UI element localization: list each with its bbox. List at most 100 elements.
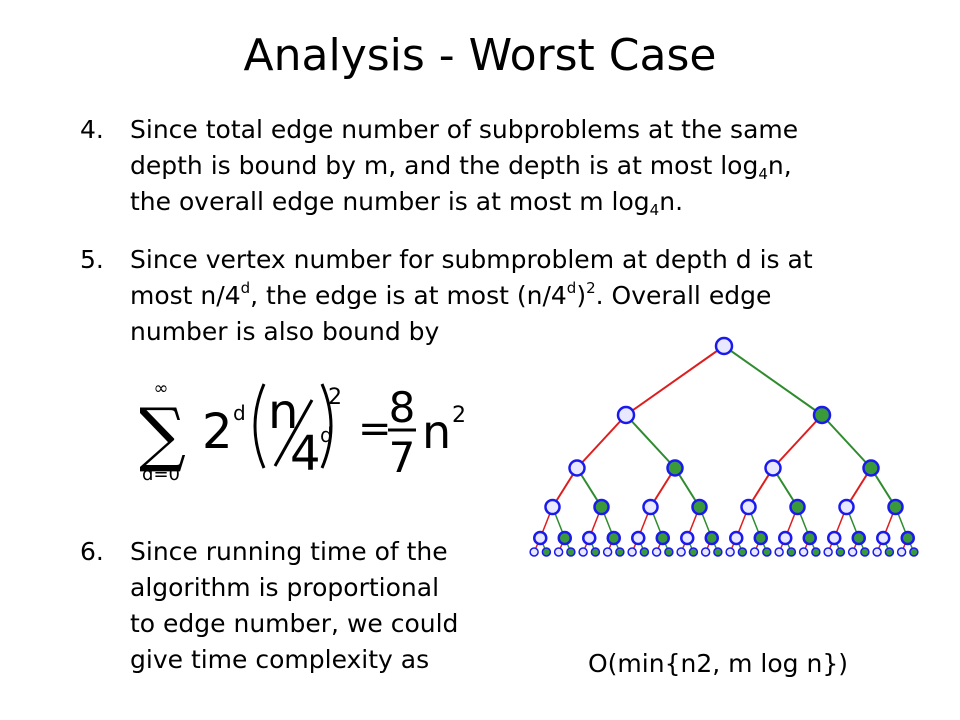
tree-node: [590, 547, 601, 557]
item-line: number is also bound by: [130, 317, 440, 346]
tree-node: [884, 547, 895, 557]
tree-node: [700, 547, 711, 557]
tree-node: [553, 547, 564, 557]
tree-node: [541, 547, 552, 557]
tree-node: [639, 547, 650, 557]
tree-node: [798, 547, 809, 557]
tree-node: [664, 547, 674, 557]
item-line: Since running time of the: [130, 537, 448, 566]
tree-node: [762, 547, 772, 557]
sigma-symbol: ∑: [140, 393, 186, 475]
tree-node: [786, 547, 797, 557]
tree-node: [812, 405, 832, 425]
tree-edge: [625, 414, 676, 469]
tree-node: [651, 547, 662, 557]
sum-upper-limit: ∞: [154, 378, 169, 399]
tree-node: [823, 547, 833, 557]
tree-node: [714, 336, 734, 356]
tree-node: [533, 530, 548, 546]
tree-node: [655, 530, 670, 546]
tree-node: [627, 547, 637, 557]
tree-node: [568, 459, 586, 477]
fraction-slash: [273, 399, 314, 467]
item-line: most n/4d, the edge is at most (n/4d)2. …: [130, 279, 772, 311]
tree-node: [862, 459, 880, 477]
outer-exponent: 2: [328, 385, 342, 410]
rhs-variable: n: [422, 405, 451, 459]
tree-node: [704, 530, 719, 546]
tree-node: [582, 530, 597, 546]
item-text: Since total edge number of subproblems a…: [130, 112, 798, 220]
tree-node: [749, 547, 760, 557]
tree-edge: [821, 414, 872, 469]
tree-node: [666, 459, 684, 477]
tree-node: [631, 530, 646, 546]
item-text: Since running time of the algorithm is p…: [130, 534, 458, 678]
right-paren: [320, 383, 333, 469]
tree-node: [811, 547, 821, 557]
tree-edge: [576, 414, 627, 469]
tree-node: [774, 547, 784, 557]
item-line: algorithm is proportional: [130, 573, 440, 602]
tree-edge: [723, 345, 823, 416]
slide-title: Analysis - Worst Case: [243, 30, 717, 81]
tree-node: [557, 530, 572, 546]
item-line: Since total edge number of subproblems a…: [130, 115, 799, 144]
tree-node: [642, 498, 659, 516]
tree-node: [851, 530, 866, 546]
tree-node: [713, 547, 723, 557]
tree-node: [578, 547, 588, 557]
tree-node: [602, 547, 613, 557]
tree-node: [616, 405, 636, 425]
equals-sign: =: [358, 406, 392, 452]
tree-node: [729, 530, 744, 546]
tree-node: [566, 547, 576, 557]
item-line: Since vertex number for submproblem at d…: [130, 245, 813, 274]
tree-node: [887, 498, 904, 516]
tree-node: [789, 498, 806, 516]
tree-node: [764, 459, 782, 477]
tree-node: [802, 530, 817, 546]
item-number: 5.: [80, 245, 104, 274]
tree-node: [680, 530, 695, 546]
item-line: to edge number, we could: [130, 609, 459, 638]
tree-node: [876, 530, 891, 546]
tree-node: [725, 547, 735, 557]
item-number: 4.: [80, 115, 104, 144]
rhs-numerator: 8: [389, 383, 416, 432]
item-line: give time complexity as: [130, 645, 430, 674]
tree-node: [737, 547, 748, 557]
fraction-denominator: 4: [290, 426, 321, 482]
summation-formula: ∞ ∑ d=0 2 d n 4 d 2 = 8 7 n 2: [140, 378, 466, 485]
tree-node: [909, 547, 919, 557]
tree-node: [835, 547, 846, 557]
tree-node: [838, 498, 855, 516]
base-exponent: d: [233, 401, 246, 425]
base: 2: [202, 404, 233, 460]
tree-node: [847, 547, 858, 557]
tree-node: [860, 547, 870, 557]
tree-node: [615, 547, 625, 557]
tree-node: [778, 530, 793, 546]
tree-node: [900, 530, 915, 546]
tree-node: [688, 547, 699, 557]
tree-edge: [625, 345, 725, 416]
item-line: the overall edge number is at most m log…: [130, 187, 684, 219]
item-line: depth is bound by m, and the depth is at…: [130, 151, 792, 183]
tree-node: [691, 498, 708, 516]
tree-node: [529, 547, 539, 557]
tree-edge: [772, 414, 823, 469]
rhs-exponent: 2: [452, 403, 466, 428]
tree-node: [544, 498, 561, 516]
tree-node: [606, 530, 621, 546]
tree-node: [872, 547, 882, 557]
left-paren: [253, 383, 266, 469]
sum-lower-limit: d=0: [142, 464, 180, 485]
tree-node: [896, 547, 907, 557]
tree-node: [740, 498, 757, 516]
tree-node: [753, 530, 768, 546]
tree-node: [827, 530, 842, 546]
complexity-result: O(min{n2, m log n}): [588, 649, 848, 678]
rhs-denominator: 7: [389, 433, 416, 482]
